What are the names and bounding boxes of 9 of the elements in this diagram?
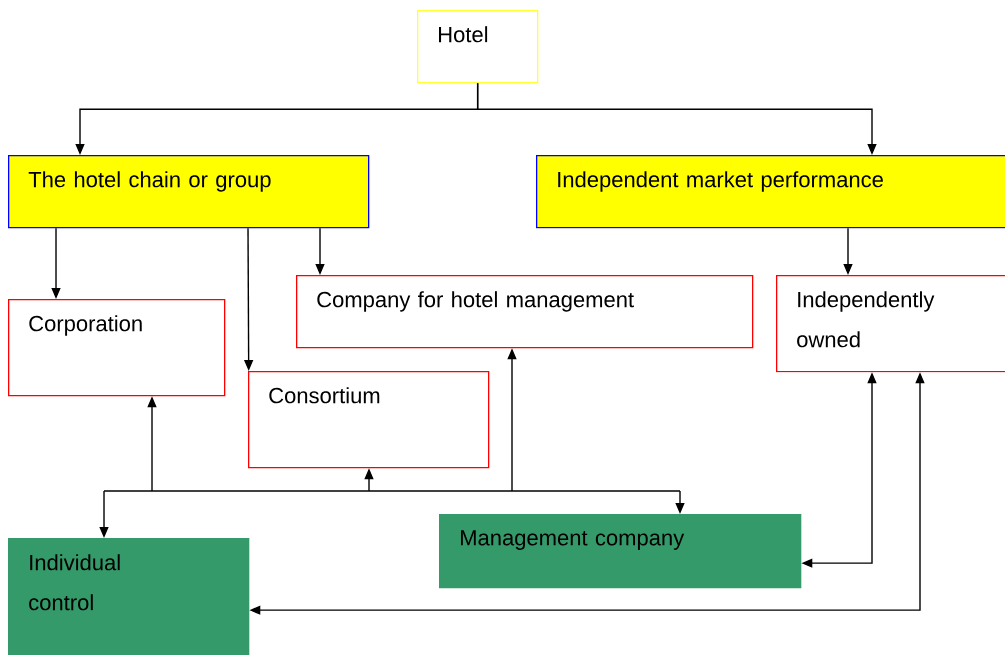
control-box: Management company (439, 514, 802, 589)
type-box: Company for hotel management (296, 275, 754, 349)
type-box: Corporation (8, 299, 226, 397)
type-box: Consortium (248, 371, 490, 469)
top-box: Hotel (417, 10, 539, 84)
category-box: The hotel chain or group (8, 155, 370, 229)
category-box: Independent market performance (536, 155, 1005, 229)
control-box: Individual control (8, 538, 250, 655)
type-box: Independently owned (776, 275, 1005, 373)
